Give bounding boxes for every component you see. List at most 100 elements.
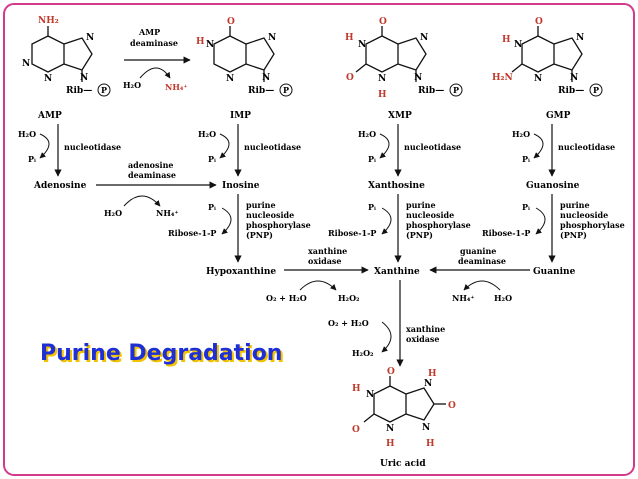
amp-n9: N bbox=[80, 73, 88, 83]
amp-p: P bbox=[101, 85, 107, 95]
xmp-nucleotidase-label: nucleotidase bbox=[404, 142, 461, 152]
amp-nucleotidase-pi: Pᵢ bbox=[28, 154, 36, 164]
guanine-deaminase-l1: guanine bbox=[460, 246, 496, 256]
xanthine-oxidase-1-side-arrow bbox=[299, 280, 337, 291]
guanine-deaminase-h2o: H₂O bbox=[494, 293, 512, 303]
imp-n7: N bbox=[268, 33, 276, 43]
amp-n7: N bbox=[86, 33, 94, 43]
page-title: Purine Degradation bbox=[40, 341, 282, 366]
gmp-n3: N bbox=[534, 74, 542, 84]
inosine-pnp-l3: phosphorylase bbox=[246, 220, 311, 230]
uric-acid-structure bbox=[363, 376, 446, 423]
gmp-n9: N bbox=[570, 73, 578, 83]
xmp-structure bbox=[355, 26, 427, 82]
imp-nucleotidase-side-arrow bbox=[219, 133, 230, 159]
gmp-o6: O bbox=[535, 17, 543, 27]
amp-nucleotidase-label: nucleotidase bbox=[64, 142, 121, 152]
adenosine-deaminase-nh4: NH₄⁺ bbox=[156, 208, 179, 218]
label-guanine: Guanine bbox=[533, 267, 576, 277]
amp-n3: N bbox=[44, 74, 52, 84]
guanine-deaminase-side-arrow bbox=[463, 280, 501, 291]
amp-nucleotidase-side-arrow bbox=[39, 133, 50, 159]
xanthine-oxidase-1-o2: O₂ + H₂O bbox=[266, 293, 307, 303]
adenosine-deaminase-side-arrow bbox=[123, 195, 161, 207]
inosine-pnp-l2: nucleoside bbox=[246, 210, 294, 220]
gmp-h1: H bbox=[502, 35, 511, 45]
gmp-nucleotidase-label: nucleotidase bbox=[558, 142, 615, 152]
amp-structure bbox=[31, 26, 93, 82]
imp-o6: O bbox=[227, 17, 235, 27]
gmp-phosphate-icon bbox=[589, 83, 603, 97]
xmp-nucleotidase-side-arrow bbox=[379, 133, 390, 159]
slide-frame bbox=[3, 3, 635, 476]
imp-p: P bbox=[283, 85, 289, 95]
imp-rib: Rib— bbox=[248, 86, 274, 96]
xanthosine-pnp-l3: phosphorylase bbox=[406, 220, 471, 230]
guanine-deaminase-l2: deaminase bbox=[458, 256, 506, 266]
adenosine-deaminase-l2: deaminase bbox=[128, 170, 176, 180]
xanthine-oxidase-1-l1: xanthine bbox=[308, 246, 347, 256]
xanthine-oxidase-2-l1: xanthine bbox=[406, 324, 445, 334]
xanthine-oxidase-2-l2: oxidase bbox=[406, 334, 440, 344]
imp-n9: N bbox=[262, 73, 270, 83]
xanthine-oxidase-2-side-arrow bbox=[381, 321, 392, 353]
amp-nucleotidase-h2o: H₂O bbox=[18, 129, 36, 139]
label-imp: IMP bbox=[230, 111, 251, 121]
imp-structure bbox=[213, 26, 275, 82]
xanthine-oxidase-1-h2o2: H₂O₂ bbox=[338, 293, 360, 303]
guanosine-pnp-l3: phosphorylase bbox=[560, 220, 625, 230]
xmp-n7: N bbox=[420, 33, 428, 43]
xmp-nucleotidase-pi: Pᵢ bbox=[368, 154, 376, 164]
xmp-o6: O bbox=[379, 17, 387, 27]
label-xanthosine: Xanthosine bbox=[368, 181, 425, 191]
xmp-n1: N bbox=[358, 40, 366, 50]
amp-n1: N bbox=[22, 59, 30, 69]
label-gmp: GMP bbox=[546, 111, 571, 121]
xmp-rib: Rib— bbox=[418, 86, 444, 96]
inosine-pnp-l4: (PNP) bbox=[246, 230, 273, 240]
title-shadow: Purine Degradation bbox=[42, 343, 284, 368]
gmp-p: P bbox=[593, 85, 599, 95]
imp-phosphate-icon bbox=[279, 83, 293, 97]
uric-h9: H bbox=[426, 439, 435, 449]
label-xmp: XMP bbox=[388, 111, 412, 121]
xmp-o2: O bbox=[346, 73, 354, 83]
xanthosine-pnp-l2: nucleoside bbox=[406, 210, 454, 220]
amp-deaminase-side-arrow bbox=[139, 67, 171, 79]
inosine-pnp-side-arrow bbox=[221, 207, 232, 235]
label-guanosine: Guanosine bbox=[526, 181, 580, 191]
uric-n3: N bbox=[386, 424, 394, 434]
amp-deaminase-h2o: H₂O bbox=[123, 80, 141, 90]
label-xanthine: Xanthine bbox=[374, 267, 420, 277]
label-amp: AMP bbox=[37, 111, 62, 121]
xanthosine-pnp-ribose: Ribose-1-P bbox=[328, 228, 376, 238]
gmp-nucleotidase-pi: Pᵢ bbox=[522, 154, 530, 164]
uric-h3: H bbox=[386, 439, 395, 449]
adenosine-deaminase-h2o: H₂O bbox=[104, 208, 122, 218]
amp-deaminase-l1: AMP bbox=[138, 27, 160, 37]
label-hypoxanthine: Hypoxanthine bbox=[206, 267, 276, 277]
uric-n7: N bbox=[424, 379, 432, 389]
amp-nh2: NH₂ bbox=[38, 16, 59, 26]
guanosine-pnp-pi: Pᵢ bbox=[522, 202, 530, 212]
adenosine-deaminase-l1: adenosine bbox=[128, 160, 173, 170]
uric-o2: O bbox=[352, 425, 360, 435]
amp-deaminase-l2: deaminase bbox=[130, 38, 178, 48]
imp-n3: N bbox=[226, 74, 234, 84]
uric-o8: O bbox=[448, 401, 456, 411]
xmp-p: P bbox=[453, 85, 459, 95]
imp-n1: N bbox=[206, 40, 214, 50]
imp-nucleotidase-label: nucleotidase bbox=[244, 142, 301, 152]
amp-deaminase-nh4: NH₄⁺ bbox=[165, 82, 188, 92]
gmp-rib: Rib— bbox=[558, 86, 584, 96]
guanine-deaminase-nh4: NH₄⁺ bbox=[452, 293, 475, 303]
xanthosine-pnp-l1: purine bbox=[406, 200, 436, 210]
imp-nucleotidase-h2o: H₂O bbox=[198, 129, 216, 139]
inosine-pnp-ribose: Ribose-1-P bbox=[168, 228, 216, 238]
xmp-n3: N bbox=[378, 74, 386, 84]
xanthosine-pnp-side-arrow bbox=[381, 207, 392, 235]
uric-o6: O bbox=[387, 367, 395, 377]
gmp-h2n: H₂N bbox=[492, 73, 513, 83]
